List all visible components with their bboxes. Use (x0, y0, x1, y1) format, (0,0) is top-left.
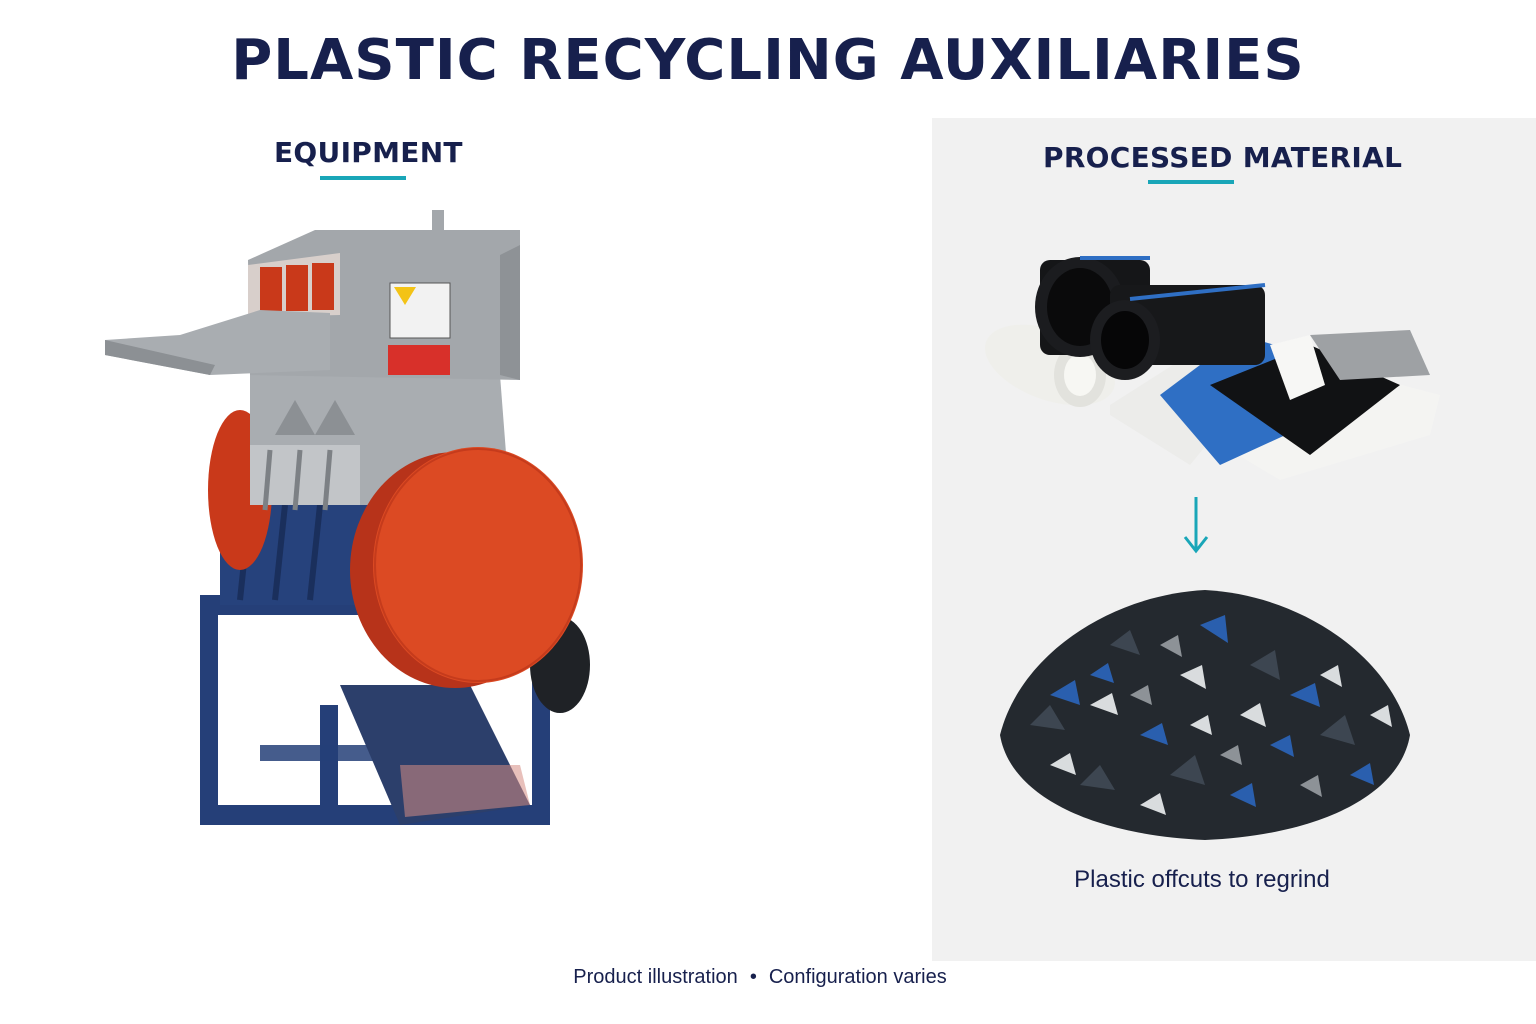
processed-material-heading: PROCESSED MATERIAL (1043, 141, 1403, 174)
arrow-down-icon (1183, 497, 1209, 554)
page-title: PLASTIC RECYCLING AUXILIARIES (231, 28, 1305, 93)
regrind-flakes-image (1000, 590, 1410, 840)
footer-separator: • (749, 966, 757, 988)
footer-left-text: Product illustration (573, 966, 738, 988)
plastic-pipes-sheets-image (984, 256, 1440, 480)
processed-material-caption: Plastic offcuts to regrind (1074, 866, 1330, 893)
equipment-heading: EQUIPMENT (274, 136, 463, 169)
equipment-underline (320, 176, 406, 180)
footer-note: Product illustration • Configuration varie… (0, 966, 1520, 989)
footer-right-text: Configuration varies (768, 966, 947, 988)
processed-material-underline (1148, 180, 1234, 184)
granulator-machine-image (105, 210, 590, 825)
